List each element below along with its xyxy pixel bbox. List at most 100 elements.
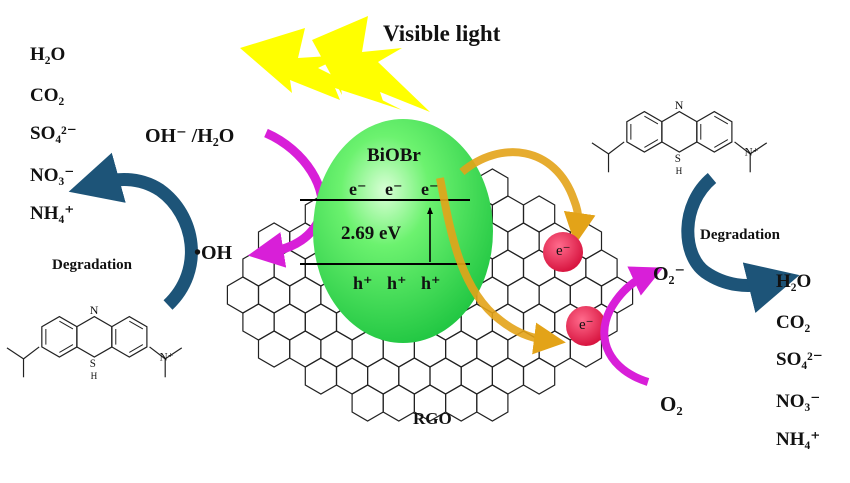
rgo-hexagon — [226, 276, 260, 314]
right-product-2: CO₂ — [776, 312, 811, 333]
molecule-atom-label: N⁺ — [160, 352, 174, 364]
left-product-2: CO₂ — [30, 85, 65, 106]
cb-electron-3: e⁻ — [421, 179, 439, 199]
molecule-bond — [734, 141, 751, 155]
right-product-3: SO₄²⁻ — [776, 349, 823, 370]
electron-transfer-arrow-1 — [459, 148, 596, 245]
electron-transfer-arrow-2 — [436, 177, 566, 355]
molecule-atom-label: H — [676, 166, 683, 176]
band-gap-label: 2.69 eV — [341, 223, 402, 244]
catalyst-label: BiOBr — [367, 145, 421, 166]
rgo-label: RGO — [413, 409, 452, 428]
rgo-hexagon — [273, 303, 306, 341]
rgo-hexagon — [538, 276, 571, 314]
molecule-bond — [164, 347, 183, 360]
molecule-atom-label: H — [91, 371, 98, 381]
rgo-hexagon — [289, 276, 322, 314]
molecule-double-bond — [714, 115, 729, 125]
electron-label-1: e⁻ — [556, 243, 571, 259]
right-product-1: H₂O — [776, 271, 812, 292]
molecule-atom-label: S — [90, 358, 96, 370]
rgo-hexagon — [585, 249, 618, 287]
methylene-blue-molecule-left: N SH N⁺ — [6, 303, 183, 381]
molecule-double-bond — [644, 139, 659, 148]
molecule-bond — [608, 141, 625, 155]
visible-light-label: Visible light — [383, 21, 501, 46]
molecule-atom-label: S — [675, 153, 681, 165]
molecule-bond — [149, 346, 166, 360]
rgo-hexagon — [491, 249, 525, 287]
left-degradation-label: Degradation — [52, 257, 132, 273]
rgo-hexagon — [257, 330, 291, 368]
hydroxyl-radical-label: •OH — [194, 242, 233, 264]
molecule-ring — [111, 315, 148, 358]
molecule-ring — [41, 315, 78, 358]
molecule-atom-label: N — [90, 303, 99, 317]
rgo-hexagon — [491, 357, 525, 395]
rgo-hexagon — [242, 249, 275, 287]
molecule-atom-label: N⁺ — [745, 147, 759, 159]
rgo-hexagon — [304, 303, 338, 341]
rgo-hexagon — [429, 357, 462, 395]
left-product-3: SO₄²⁻ — [30, 123, 77, 144]
electron-on-rgo-2 — [566, 306, 606, 346]
rgo-hexagon — [507, 222, 540, 260]
molecule-ring — [76, 315, 113, 358]
left-product-1: H₂O — [30, 44, 66, 65]
vb-hole-3: h⁺ — [421, 273, 441, 293]
vb-hole-2: h⁺ — [387, 273, 407, 293]
right-degradation-label: Degradation — [700, 227, 780, 243]
rgo-hexagon — [507, 276, 540, 314]
degradation-arrow-right — [681, 173, 800, 313]
right-product-5: NH₄⁺ — [776, 429, 821, 450]
molecule-double-bond — [59, 320, 74, 330]
molecule-ring — [696, 110, 733, 153]
molecule-double-bond — [129, 320, 144, 330]
molecule-ring — [661, 110, 698, 153]
cb-electron-2: e⁻ — [385, 179, 403, 199]
rgo-hexagon — [273, 249, 306, 287]
rgo-hexagon — [320, 330, 353, 368]
rgo-hexagon — [445, 330, 478, 368]
molecule-double-bond — [129, 344, 144, 353]
molecule-bond — [23, 346, 40, 360]
cb-electron-1: e⁻ — [349, 179, 367, 199]
rgo-hexagon — [382, 384, 415, 422]
rgo-hexagon — [476, 330, 509, 368]
rgo-hexagon — [242, 303, 275, 341]
vb-hole-1: h⁺ — [353, 273, 373, 293]
rgo-hexagon — [304, 357, 338, 395]
rgo-hexagon — [491, 195, 525, 233]
right-reactant-label: O₂ — [660, 392, 683, 416]
rgo-hexagon — [335, 357, 369, 395]
right-product-4: NO₃⁻ — [776, 391, 821, 412]
rgo-hexagon — [398, 357, 431, 395]
rgo-hexagon — [367, 357, 400, 395]
molecule-bond — [591, 142, 609, 155]
left-product-5: NH₄⁺ — [30, 203, 75, 224]
molecule-bond — [749, 142, 768, 155]
rgo-hexagon — [289, 330, 322, 368]
molecule-double-bond — [714, 139, 729, 148]
molecule-bond — [6, 347, 24, 360]
degradation-arrow-left — [68, 152, 198, 310]
reduction-arrow — [600, 266, 664, 386]
lightning-icon — [240, 16, 430, 112]
rgo-hexagon — [522, 195, 556, 233]
molecule-atom-label: N — [675, 98, 684, 112]
left-reactant-label: OH⁻ /H₂O — [145, 125, 235, 147]
rgo-hexagon — [476, 384, 509, 422]
biobr-particle — [313, 119, 493, 343]
superoxide-label: O₂⁻ — [653, 263, 686, 285]
electron-label-2: e⁻ — [579, 317, 594, 333]
molecule-ring — [626, 110, 663, 153]
left-product-4: NO₃⁻ — [30, 165, 75, 186]
molecule-double-bond — [59, 344, 74, 353]
rgo-hexagon — [351, 384, 384, 422]
rgo-hexagon — [257, 276, 291, 314]
rgo-hexagon — [522, 357, 556, 395]
rgo-hexagon — [460, 357, 493, 395]
molecule-double-bond — [644, 115, 659, 125]
